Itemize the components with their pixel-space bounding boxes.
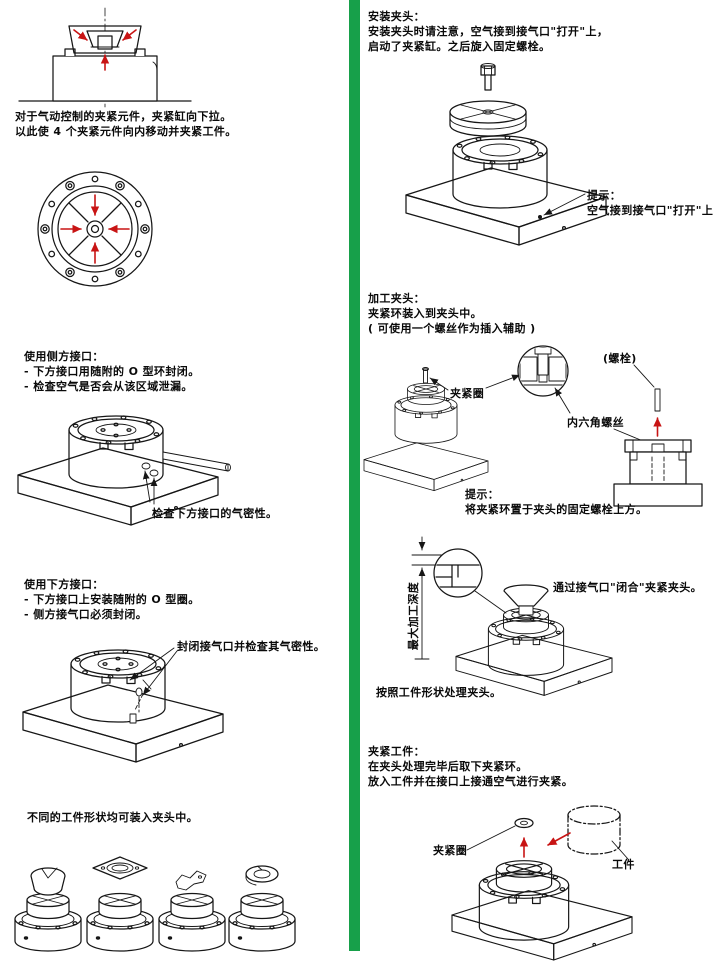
bolt-label: (螺栓) [603, 352, 637, 365]
workpiece-variants-drawing [14, 856, 296, 952]
install-title: 安装夹头： [368, 10, 425, 23]
callout-leader-line [129, 647, 178, 696]
install-hint-text: 空气接到接气口"打开"上 [587, 204, 714, 217]
ring-label-leader-line [429, 374, 521, 391]
hex-screw-leader-line [554, 387, 644, 442]
machining-title: 加工夹头： [368, 292, 425, 305]
red-arrow-icon [60, 194, 130, 264]
side-port-item2: - 检查空气是否会从该区域泄漏。 [24, 380, 193, 393]
red-arrow-icon [547, 832, 571, 846]
machining-line2: ( 可使用一个螺丝作为插入辅助 ) [368, 322, 536, 335]
bottom-port-callout: 封闭接气口并检查其气密性。 [177, 640, 326, 653]
side-port-chuck-drawing [17, 415, 231, 526]
side-port-callout: 检查下方接口的气密性。 [152, 507, 278, 520]
chuck-top-view-drawing [37, 171, 153, 287]
bottom-port-item1: - 下方接口上安装随附的 O 型圈。 [24, 593, 200, 606]
machining-hint-text: 将夹紧环置于夹头的固定螺栓上方。 [465, 503, 648, 516]
install-chuck-drawing [405, 63, 607, 246]
max-depth-label: 最大加工深度 [407, 581, 420, 651]
machining-line1: 夹紧环装入到夹头中。 [368, 307, 482, 320]
clamping-workpiece-drawing [451, 805, 633, 961]
install-hint: 提示： 空气接到接气口"打开"上 [587, 188, 713, 218]
pneumatic-caption-line2: 以此使 4 个夹紧元件向内移动并夹紧工件。 [15, 125, 237, 138]
bottom-port-title: 使用下方接口： [24, 578, 104, 591]
machining-hint-title: 提示： [465, 488, 500, 501]
machining-hint: 提示： 将夹紧环置于夹头的固定螺栓上方。 [465, 487, 647, 517]
bottom-port-text: 使用下方接口： - 下方接口上安装随附的 O 型圈。 - 侧方接气口必须封闭。 [24, 577, 200, 622]
clamping-line1: 在夹头处理完毕后取下夹紧环。 [368, 760, 528, 773]
machining-chuck-drawing [363, 345, 703, 507]
red-arrow-icon [73, 29, 137, 71]
close-caption: 通过接气口"闭合"夹紧夹头。 [553, 581, 703, 594]
workpiece-flange [92, 856, 148, 880]
workpiece-label: 工件 [612, 858, 635, 871]
machining-text: 加工夹头： 夹紧环装入到夹头中。 ( 可使用一个螺丝作为插入辅助 ) [368, 291, 536, 336]
workpiece-leader-line [611, 840, 629, 860]
install-line1: 安装夹头时请注意，空气接到接气口"打开"上， [368, 25, 609, 38]
ring-leader-line [466, 825, 516, 851]
bottom-port-item2: - 侧方接气口必须封闭。 [24, 608, 148, 621]
workpiece-bracket [175, 870, 207, 891]
pneumatic-caption-line1: 对于气动控制的夹紧元件，夹紧缸向下拉。 [15, 110, 232, 123]
clamp-ring-label-2: 夹紧圈 [433, 844, 468, 857]
bolt-leader-line [633, 364, 655, 388]
pneumatic-pull-section-drawing [18, 7, 192, 108]
side-port-title: 使用侧方接口： [24, 350, 104, 363]
side-port-text: 使用侧方接口： - 下方接口用随附的 O 型环封闭。 - 检查空气是否会从该区域… [24, 349, 200, 394]
workpiece-shapes-caption: 不同的工件形状均可装入夹头中。 [27, 811, 198, 824]
install-hint-title: 提示： [587, 189, 622, 202]
bottom-port-chuck-drawing [22, 647, 224, 763]
callout-leader-line [142, 470, 158, 505]
column-divider [349, 0, 360, 951]
workpiece-wedge [30, 867, 66, 896]
workpiece-cylinder [567, 805, 621, 855]
closing-chuck-drawing [411, 536, 613, 696]
install-text: 安装夹头： 安装夹头时请注意，空气接到接气口"打开"上， 启动了夹紧缸。之后旋入… [368, 9, 608, 54]
side-port-item1: - 下方接口用随附的 O 型环封闭。 [24, 365, 200, 378]
shape-caption: 按照工件形状处理夹头。 [376, 686, 502, 699]
install-line2: 启动了夹紧缸。之后旋入固定螺栓。 [368, 40, 551, 53]
pneumatic-caption: 对于气动控制的夹紧元件，夹紧缸向下拉。 以此使 4 个夹紧元件向内移动并夹紧工件… [15, 109, 237, 139]
workpiece-ring-segment [245, 865, 279, 886]
clamp-ring-label: 夹紧圈 [450, 387, 485, 400]
clamping-text: 夹紧工件： 在夹头处理完毕后取下夹紧环。 放入工件并在接口上接通空气进行夹紧。 [368, 744, 573, 789]
hex-screw-label: 内六角螺丝 [567, 416, 624, 429]
hint-leader-line [543, 193, 586, 216]
clamping-line2: 放入工件并在接口上接通空气进行夹紧。 [368, 775, 574, 788]
clamping-title: 夹紧工件： [368, 745, 425, 758]
